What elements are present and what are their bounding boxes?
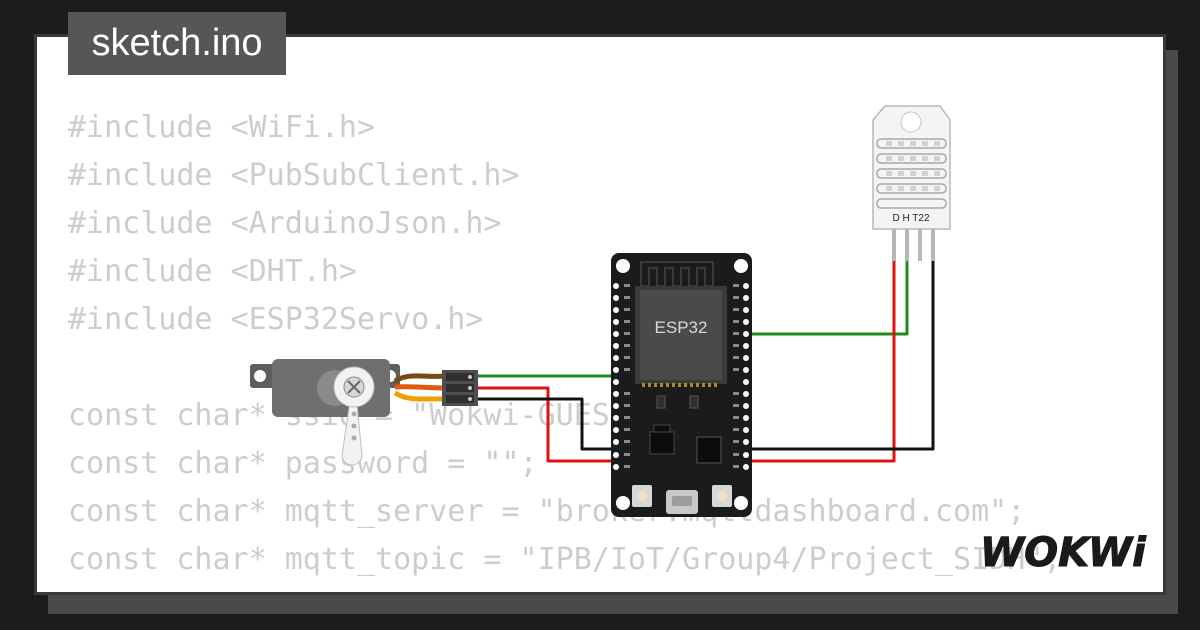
wire-dht-gnd (746, 261, 935, 451)
code-line: #include <PubSubClient.h> (68, 158, 520, 193)
code-line: const char* mqtt_telemetry_topic = "IPB/… (68, 584, 1163, 592)
code-line: const char* mqtt_topic = "IPB/IoT/Group4… (68, 542, 1062, 577)
wokwi-logo-text: WOKWi (980, 530, 1147, 576)
servo-motor-icon[interactable] (250, 359, 478, 466)
wire-servo-vcc (478, 386, 616, 463)
file-tab[interactable]: sketch.ino (68, 12, 286, 75)
code-line: #include <ESP32Servo.h> (68, 302, 484, 337)
esp32-board-icon[interactable]: ESP32 (611, 253, 752, 517)
code-line: #include <DHT.h> (68, 254, 357, 289)
wokwi-logo: WOKWi (980, 530, 1148, 577)
preview-card: #include <WiFi.h> #include <PubSubClient.… (34, 34, 1166, 595)
wire-servo-gnd (478, 397, 616, 451)
code-line: #include <WiFi.h> (68, 110, 376, 145)
wire-dht-vcc (746, 261, 896, 463)
wire-dht-data (746, 261, 909, 336)
dht22-label: D H T22 (892, 213, 929, 224)
code-line: const char* mqtt_server = "broker.mqttda… (68, 494, 1026, 529)
dht22-sensor-icon[interactable]: D H T22 (872, 105, 951, 261)
wires (478, 261, 935, 463)
code-line: #include <ArduinoJson.h> (68, 206, 502, 241)
esp32-label: ESP32 (655, 318, 708, 337)
